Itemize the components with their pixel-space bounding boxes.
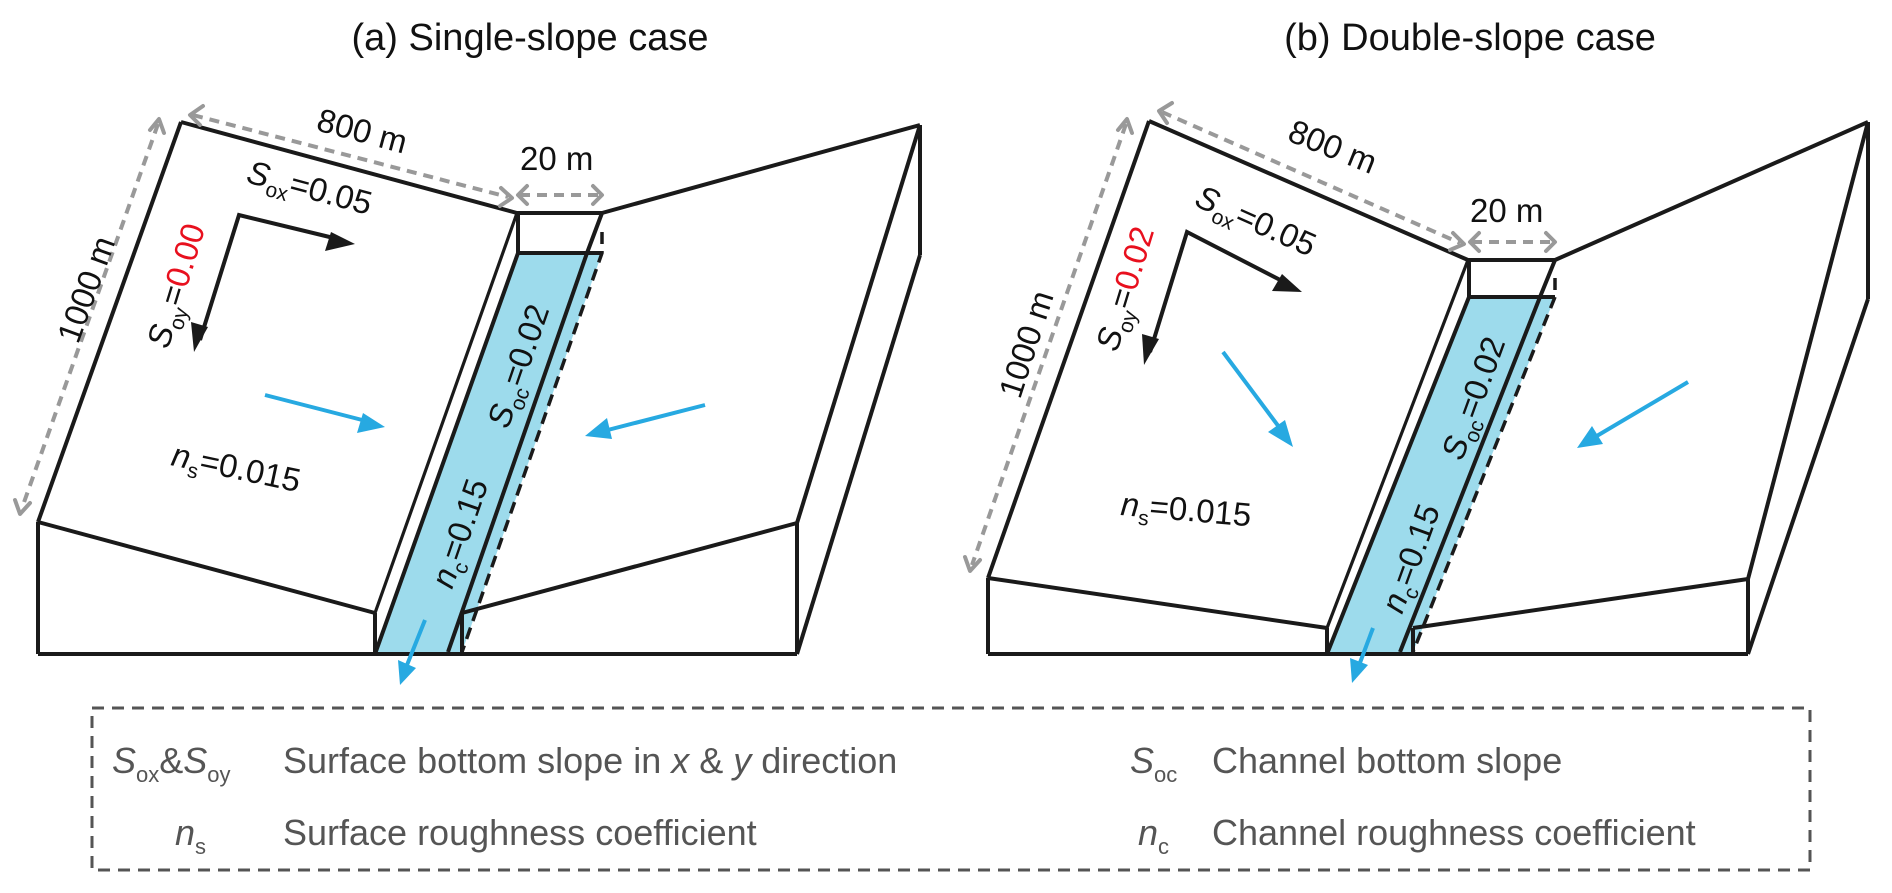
- panel-double-slope: (b) Double-slope case: [963, 17, 1870, 683]
- channel-water: [1327, 297, 1555, 652]
- legend-symbol-sox-soy: Sox&Soy: [112, 740, 231, 787]
- slope-direction-arrows: [1142, 229, 1302, 365]
- legend-symbol-nc: nc: [1138, 812, 1169, 859]
- dimension-800m: [1157, 101, 1466, 252]
- dimension-1000m: [13, 117, 166, 516]
- legend-desc-surface-roughness: Surface roughness coefficient: [283, 812, 757, 853]
- slope-direction-arrows: [191, 212, 355, 352]
- width-label: 800 m: [1283, 112, 1382, 181]
- legend-desc-channel-roughness: Channel roughness coefficient: [1212, 812, 1696, 853]
- sox-label: Sox=0.05: [1188, 178, 1322, 269]
- flow-arrow-right-icon: [585, 418, 612, 439]
- legend-symbol-soc: Soc: [1130, 740, 1177, 787]
- flow-arrow-left-icon: [1268, 420, 1293, 447]
- soy-arrowhead-icon: [191, 322, 208, 352]
- channel: [373, 211, 604, 655]
- dimension-20m: [1468, 231, 1557, 253]
- right-slope-block: [1411, 120, 1870, 655]
- ns-label: ns=0.015: [1119, 485, 1253, 539]
- ns-label: ns=0.015: [167, 436, 304, 505]
- length-label: 1000 m: [50, 231, 122, 347]
- channel-water: [375, 253, 602, 652]
- length-label: 1000 m: [991, 286, 1060, 402]
- flow-arrow-outlet-icon: [1350, 658, 1368, 683]
- channel: [1325, 258, 1557, 655]
- nc-label: nc=0.15: [1374, 499, 1453, 619]
- flow-arrow-left-icon: [357, 413, 385, 433]
- panel-a-title: (a) Single-slope case: [352, 17, 709, 59]
- panel-b-title: (b) Double-slope case: [1284, 17, 1656, 59]
- legend: Sox&Soy Surface bottom slope in x & y di…: [90, 706, 1812, 872]
- dimension-20m: [516, 184, 604, 206]
- legend-symbol-ns: ns: [175, 812, 206, 859]
- channel-width-label: 20 m: [1470, 192, 1543, 229]
- left-slope-block: [986, 119, 1748, 656]
- soy-arrowhead-icon: [1142, 334, 1159, 365]
- right-slope-block: [460, 123, 922, 655]
- sox-arrowhead-icon: [325, 232, 355, 251]
- channel-width-label: 20 m: [520, 140, 593, 177]
- left-slope-block: [36, 120, 797, 656]
- flow-arrow-outlet-icon: [398, 660, 416, 685]
- legend-desc-surface-slope: Surface bottom slope in x & y direction: [283, 740, 897, 781]
- flow-arrow-right-icon: [1577, 426, 1603, 448]
- sox-arrowhead-icon: [1272, 274, 1302, 292]
- dimension-800m: [188, 104, 514, 208]
- sox-label: Sox=0.05: [242, 153, 376, 228]
- panel-single-slope: (a) Single-slope case: [13, 17, 922, 685]
- dimension-1000m: [963, 117, 1134, 573]
- legend-desc-channel-slope: Channel bottom slope: [1212, 740, 1562, 781]
- flow-arrows: [1221, 350, 1690, 683]
- soy-label: Soy=0.00: [139, 219, 217, 354]
- flow-arrows: [264, 393, 706, 685]
